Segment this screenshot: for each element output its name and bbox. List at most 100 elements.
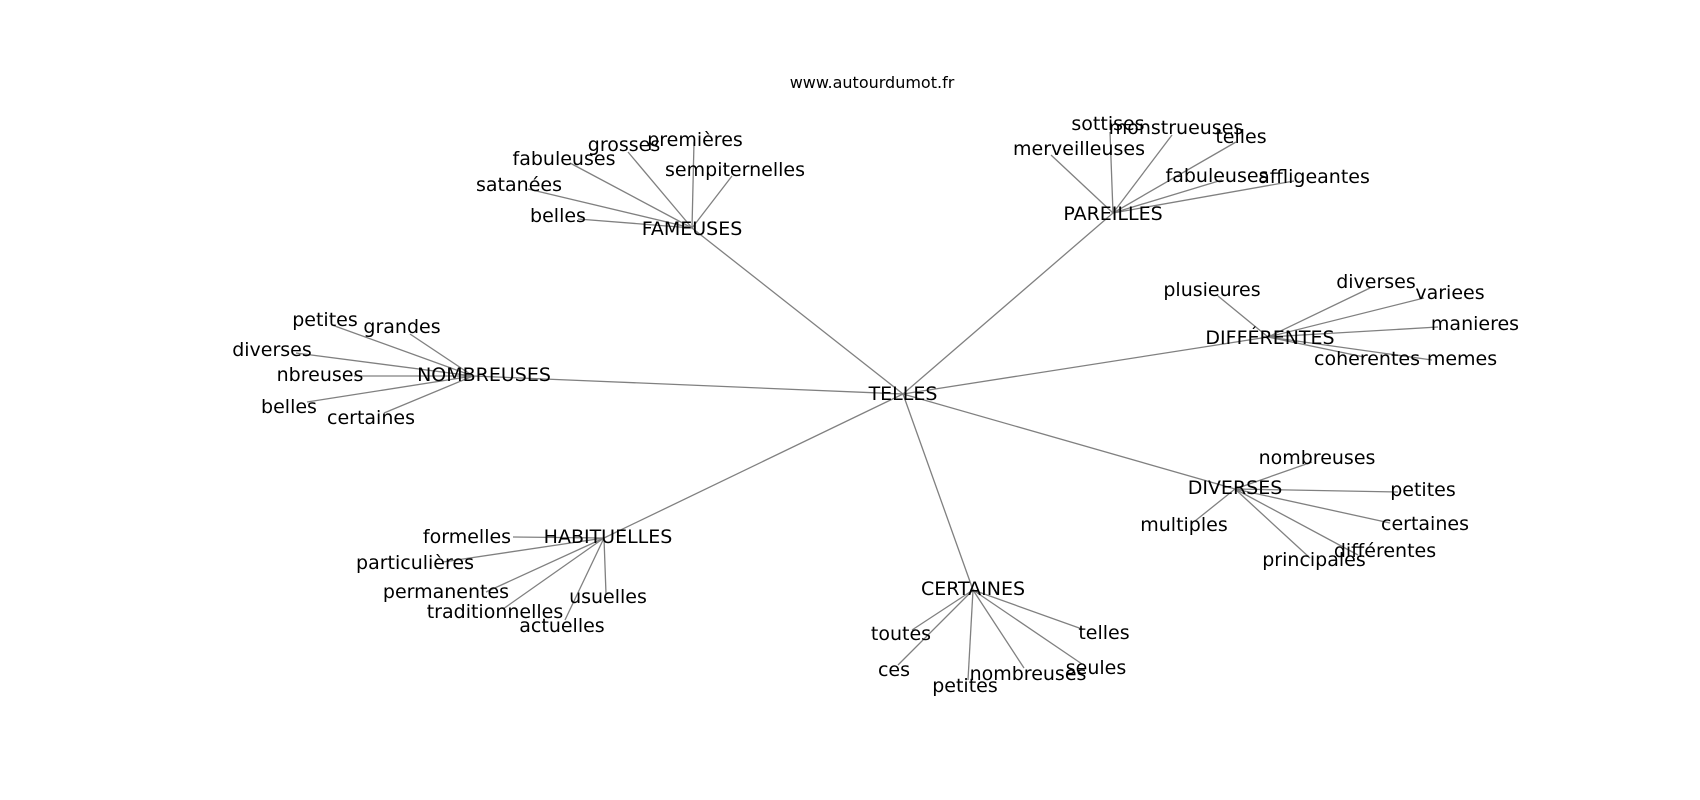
edge-center-4 <box>902 393 1236 490</box>
leaf-node-label: affligeantes <box>1258 166 1370 188</box>
edge-center-2 <box>902 336 1269 395</box>
edge-group-0-child-0 <box>691 141 695 229</box>
edge-group-3-child-5 <box>383 375 474 414</box>
leaf-node-label: premières <box>647 129 743 151</box>
edge-group-2-child-3 <box>1267 326 1439 338</box>
edge-group-3-child-2 <box>295 352 474 377</box>
edge-group-4-child-0 <box>1234 461 1313 490</box>
edge-group-6-child-0 <box>911 589 974 631</box>
edge-group-3-child-4 <box>306 375 474 403</box>
edge-center-1 <box>902 212 1114 395</box>
edge-group-3-child-0 <box>331 324 474 377</box>
leaf-node-label: monstrueuses <box>1109 117 1244 139</box>
leaf-node-label: coherentes <box>1314 348 1420 370</box>
leaf-node-label: diverses <box>1336 271 1416 293</box>
site-label: www.autourdumot.fr <box>790 73 955 92</box>
edge-center-5 <box>603 393 904 539</box>
leaf-node-label: nbreuses <box>277 364 364 386</box>
edges-layer <box>295 131 1439 681</box>
leaf-node-label: multiples <box>1140 514 1228 536</box>
edge-group-2-child-5 <box>1267 336 1433 361</box>
group-node-label: HABITUELLES <box>544 526 673 548</box>
edge-group-6-child-5 <box>967 589 974 681</box>
edge-center-6 <box>902 393 974 591</box>
edge-group-5-child-0 <box>512 536 605 539</box>
leaf-node-label: traditionnelles <box>427 601 564 623</box>
edge-group-0-child-5 <box>577 218 693 229</box>
leaf-node-label: différentes <box>1334 540 1436 562</box>
edge-group-4-child-3 <box>1234 488 1391 524</box>
edge-group-2-child-2 <box>1267 297 1425 338</box>
edge-group-5-child-4 <box>502 537 605 610</box>
leaf-node-label: belles <box>261 396 317 418</box>
edge-center-0 <box>691 227 904 395</box>
leaf-node-label: memes <box>1427 348 1497 370</box>
edge-group-1-child-1 <box>1112 134 1173 214</box>
edge-group-6-child-1 <box>972 589 1083 630</box>
leaf-node-label: fabuleuses <box>1166 165 1269 187</box>
group-node-label: CERTAINES <box>921 578 1025 600</box>
leaf-node-label: fabuleuses <box>513 148 616 170</box>
edge-group-1-child-4 <box>1112 179 1223 214</box>
edge-group-0-child-2 <box>569 162 693 229</box>
group-node-label: FAMEUSES <box>642 218 743 240</box>
edge-group-3-child-1 <box>409 333 474 377</box>
edge-group-4-child-4 <box>1234 488 1359 556</box>
group-node-label: DIVERSES <box>1188 477 1283 499</box>
edge-group-6-child-3 <box>972 589 1083 665</box>
edge-group-4-child-5 <box>1234 488 1311 559</box>
labels-layer: TELLESFAMEUSESpremièresgrossesfabuleuses… <box>232 113 1519 697</box>
leaf-node-label: permanentes <box>383 581 509 603</box>
edge-group-1-child-2 <box>1050 154 1114 214</box>
edge-group-6-child-4 <box>972 589 1025 669</box>
leaf-node-label: manieres <box>1431 313 1519 335</box>
edge-group-5-child-5 <box>564 537 605 621</box>
edge-group-5-child-2 <box>485 537 605 593</box>
leaf-node-label: nombreuses <box>970 663 1087 685</box>
leaf-node-label: satanées <box>476 174 562 196</box>
group-node-label: PAREILLES <box>1063 203 1162 225</box>
leaf-node-label: grosses <box>588 134 660 156</box>
edge-group-0-child-4 <box>527 188 693 229</box>
leaf-node-label: certaines <box>327 407 415 429</box>
edge-group-5-child-3 <box>603 537 607 595</box>
leaf-node-label: diverses <box>232 339 312 361</box>
leaf-node-label: sempiternelles <box>665 159 805 181</box>
leaf-node-label: petites <box>1390 479 1456 501</box>
edge-group-0-child-3 <box>691 175 733 229</box>
leaf-node-label: certaines <box>1381 513 1469 535</box>
leaf-node-label: petites <box>292 309 358 331</box>
leaf-node-label: belles <box>530 205 586 227</box>
leaf-node-label: variees <box>1415 282 1484 304</box>
edge-group-1-child-0 <box>1109 131 1114 214</box>
edge-center-3 <box>472 375 904 395</box>
leaf-node-label: seules <box>1066 657 1127 679</box>
leaf-node-label: merveilleuses <box>1013 138 1145 160</box>
group-node-label: NOMBREUSES <box>417 364 551 386</box>
leaf-node-label: grandes <box>363 316 440 338</box>
leaf-node-label: usuelles <box>569 586 647 608</box>
leaf-node-label: nombreuses <box>1259 447 1376 469</box>
edge-group-1-child-5 <box>1112 180 1295 214</box>
leaf-node-label: particulières <box>356 552 474 574</box>
edge-group-2-child-4 <box>1267 336 1365 358</box>
leaf-node-label: formelles <box>423 526 511 548</box>
leaf-node-label: telles <box>1078 622 1129 644</box>
leaf-node-label: petites <box>932 675 998 697</box>
leaf-node-label: telles <box>1215 126 1266 148</box>
edge-group-2-child-0 <box>1217 295 1269 338</box>
edge-group-6-child-2 <box>897 589 974 666</box>
leaf-node-label: ces <box>878 659 910 681</box>
leaf-node-label: sottises <box>1071 113 1144 135</box>
center-node-label: TELLES <box>868 383 938 405</box>
edge-group-5-child-1 <box>442 537 605 563</box>
leaf-node-label: actuelles <box>519 615 604 637</box>
edge-group-4-child-1 <box>1234 488 1399 493</box>
leaf-node-label: principales <box>1262 549 1366 571</box>
group-node-label: DIFFÉRENTES <box>1205 326 1334 349</box>
leaf-node-label: plusieures <box>1163 279 1260 301</box>
edge-group-2-child-1 <box>1267 287 1371 338</box>
edge-group-0-child-1 <box>627 151 693 229</box>
edge-group-4-child-2 <box>1194 488 1236 522</box>
